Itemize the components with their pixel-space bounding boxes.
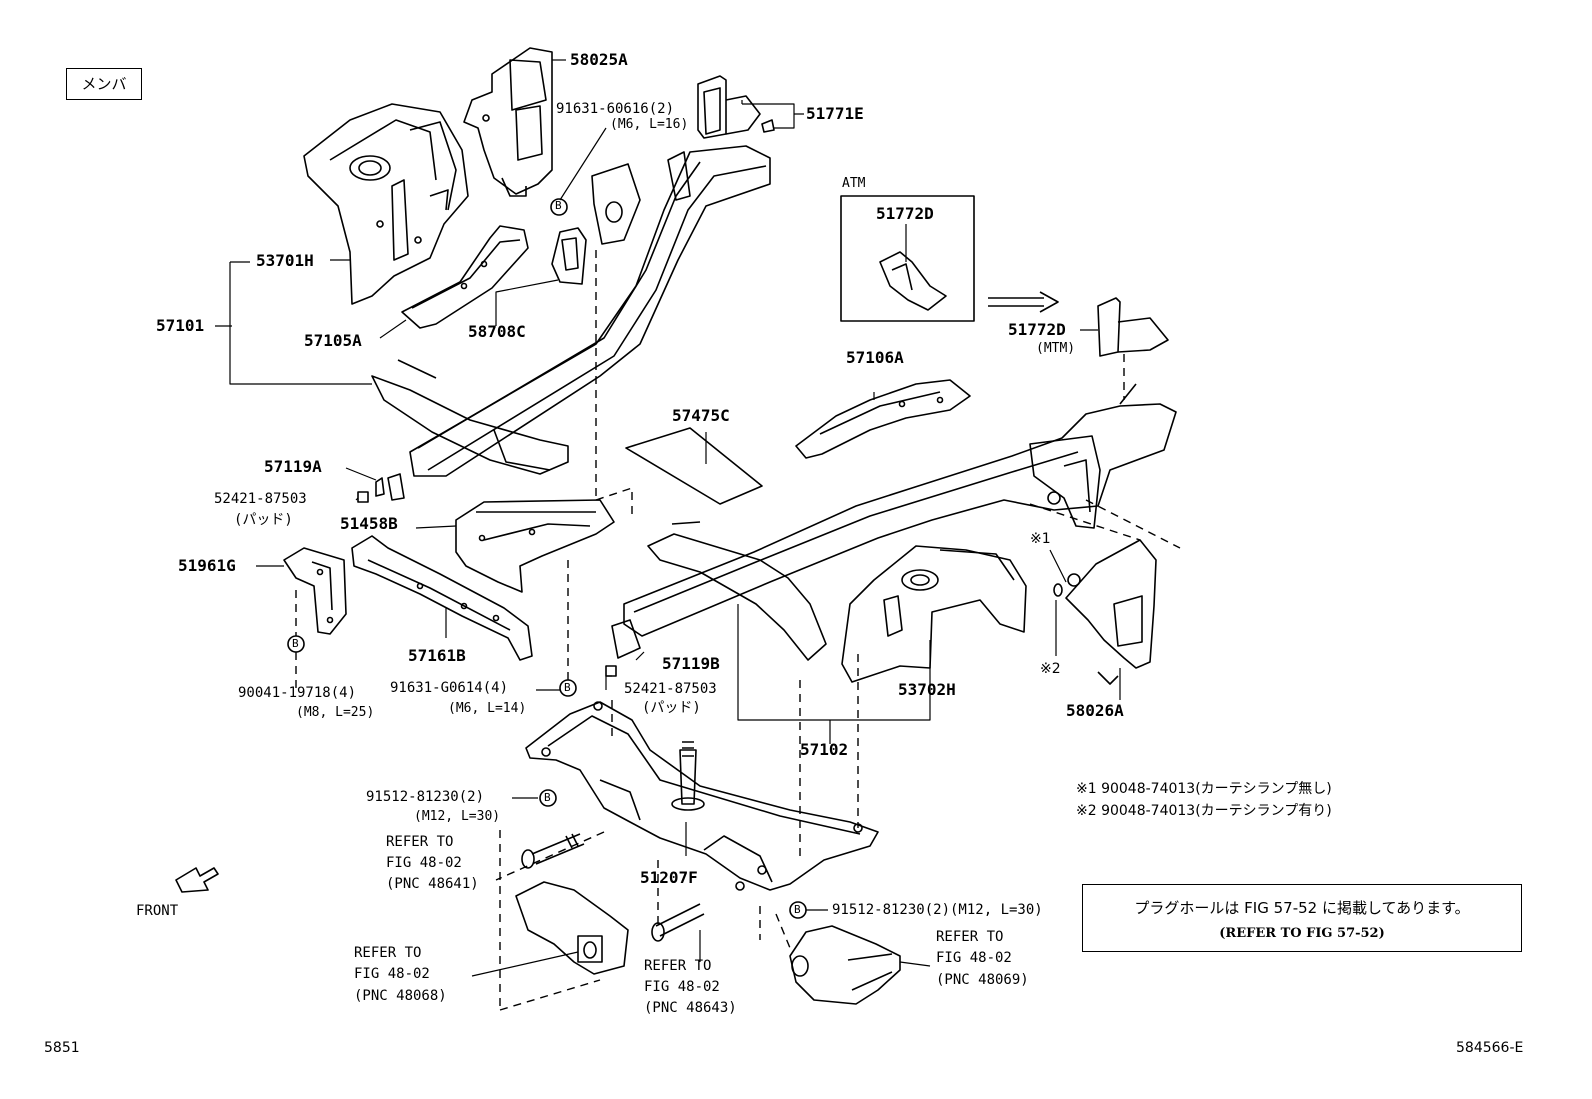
label-refer-48068-l3: (PNC 48068) — [354, 988, 447, 1004]
section-label: メンバ — [66, 68, 142, 100]
frame-57101 — [371, 145, 771, 477]
label-refer-48643-l2: FIG 48-02 — [644, 979, 720, 995]
note-1: ※1 90048-74013(カーテシランプ無し) — [1076, 781, 1332, 797]
label-91512-81230-a: 91512-81230(2) — [366, 789, 485, 805]
circle-markers — [287, 635, 807, 919]
dashed-guides — [295, 250, 1181, 1011]
bracket-57119b — [605, 619, 641, 677]
label-refer-48641-l3: (PNC 48641) — [386, 876, 479, 892]
label-51771e: 51771E — [806, 104, 864, 123]
label-57119b: 57119B — [662, 654, 720, 673]
label-atm: ATM — [842, 176, 866, 191]
bolt-48643 — [651, 903, 705, 942]
label-91631-g0614-spec: (M6, L=14) — [448, 701, 527, 716]
footer-left: 5851 — [44, 1040, 80, 1056]
bracket-51772d-mtm — [1097, 297, 1169, 357]
label-57106a: 57106A — [846, 348, 904, 367]
arm-48068 — [515, 881, 629, 975]
label-51207f: 51207F — [640, 868, 698, 887]
label-58025a: 58025A — [570, 50, 628, 69]
label-51772d-atm: 51772D — [876, 204, 934, 223]
label-57161b: 57161B — [408, 646, 466, 665]
marker-b-2: B — [292, 637, 299, 650]
label-91512-a-spec: (M12, L=30) — [414, 809, 501, 824]
marker-b-4: B — [544, 791, 551, 804]
bolt-48641 — [521, 833, 585, 869]
notice-box: プラグホールは FIG 57-52 に掲載してあります。 (REFER TO F… — [1082, 884, 1522, 952]
label-51961g: 51961G — [178, 556, 236, 575]
panel-58026a — [1053, 539, 1157, 685]
label-note2-mark: ※2 — [1040, 661, 1061, 677]
apron-53702h — [841, 545, 1027, 683]
label-52421-87503-b: 52421-87503 — [624, 681, 717, 697]
label-refer-48643-l1: REFER TO — [644, 958, 712, 974]
leader-lines — [215, 59, 1121, 977]
label-refer-48069-l3: (PNC 48069) — [936, 972, 1029, 988]
tray-51458b — [455, 499, 615, 593]
label-refer-48068-l2: FIG 48-02 — [354, 966, 430, 982]
label-58708c: 58708C — [468, 322, 526, 341]
label-pad-a: (パッド) — [234, 512, 293, 528]
marker-b-5: B — [794, 903, 801, 916]
crossmember-51207f — [525, 701, 879, 891]
panel-58025a — [463, 47, 553, 197]
label-91631-60616-spec: (M6, L=16) — [610, 117, 689, 132]
label-front: FRONT — [136, 903, 179, 919]
bracket-58708c — [550, 198, 587, 285]
label-57102: 57102 — [800, 740, 849, 759]
label-53702h: 53702H — [898, 680, 956, 699]
marker-b-1: B — [555, 199, 562, 212]
label-refer-48069-l2: FIG 48-02 — [936, 950, 1012, 966]
transfer-arrow — [988, 291, 1059, 313]
bracket-51961g — [283, 547, 347, 635]
label-90041-spec: (M8, L=25) — [296, 705, 375, 720]
label-91631-g0614: 91631-G0614(4) — [390, 680, 509, 696]
bracket-51771e — [697, 75, 775, 139]
notice-line-1: プラグホールは FIG 57-52 に掲載してあります。 — [1134, 899, 1470, 917]
label-refer-48068-l1: REFER TO — [354, 945, 422, 961]
arm-48069 — [789, 925, 901, 1005]
atm-box — [840, 195, 975, 322]
rail-57105a — [401, 225, 529, 329]
label-58026a: 58026A — [1066, 701, 1124, 720]
label-57105a: 57105A — [304, 331, 362, 350]
label-53701h: 53701H — [256, 251, 314, 270]
bracket-51772d-atm — [879, 251, 947, 311]
front-arrow-icon — [175, 867, 219, 893]
frame-57102 — [623, 383, 1177, 661]
label-refer-48641-l1: REFER TO — [386, 834, 454, 850]
label-91631-60616: 91631-60616(2) — [556, 101, 675, 117]
crossmember-57161b — [351, 535, 533, 661]
label-note1-mark: ※1 — [1030, 531, 1051, 547]
rail-57106a — [795, 379, 971, 459]
label-pad-b: (パッド) — [642, 700, 701, 716]
label-refer-48643-l3: (PNC 48643) — [644, 1000, 737, 1016]
label-refer-48641-l2: FIG 48-02 — [386, 855, 462, 871]
label-57101: 57101 — [156, 316, 205, 335]
notice-line-2: (REFER TO FIG 57-52) — [1219, 926, 1385, 941]
label-57119a: 57119A — [264, 457, 322, 476]
label-90041-19718: 90041-19718(4) — [238, 685, 357, 701]
label-51458b: 51458B — [340, 514, 398, 533]
footer-right: 584566-E — [1456, 1040, 1524, 1056]
label-52421-87503-a: 52421-87503 — [214, 491, 307, 507]
apron-53701h — [303, 103, 469, 305]
label-51772d-mtm: 51772D — [1008, 320, 1066, 339]
label-mtm: (MTM) — [1036, 341, 1076, 356]
label-refer-48069-l1: REFER TO — [936, 929, 1004, 945]
sheet-57475c — [625, 427, 763, 505]
bracket-57119a — [357, 473, 405, 503]
note-2: ※2 90048-74013(カーテシランプ有り) — [1076, 803, 1332, 819]
marker-b-3: B — [564, 681, 571, 694]
label-57475c: 57475C — [672, 406, 730, 425]
label-91512-81230-b: 91512-81230(2)(M12, L=30) — [832, 902, 1043, 918]
